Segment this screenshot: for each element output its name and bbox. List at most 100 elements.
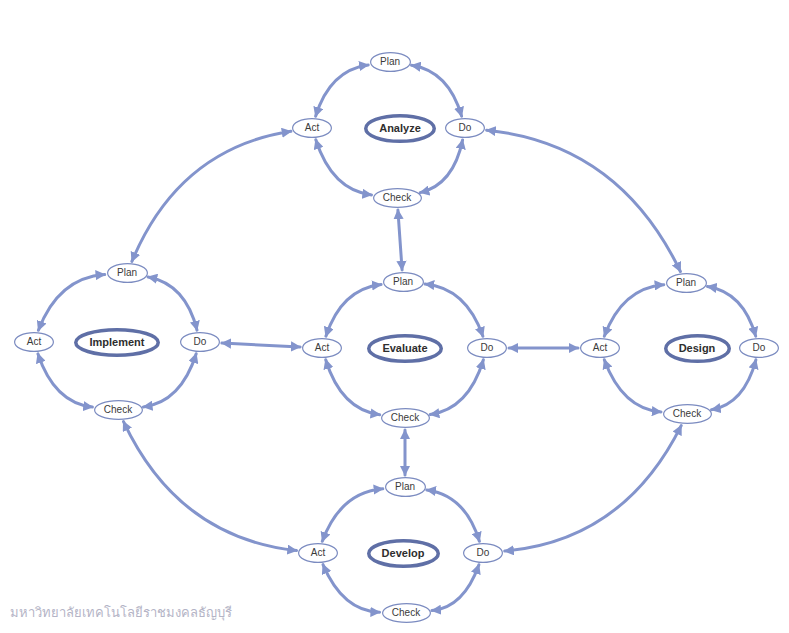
step-label: Plan <box>117 267 137 279</box>
ellipse-shape <box>382 604 430 623</box>
step-ellipse: Plan <box>385 477 426 497</box>
step-label: Do <box>459 122 472 134</box>
cycle-arrow <box>505 426 682 551</box>
ellipse-shape <box>468 339 507 358</box>
phase-label: Implement <box>89 336 144 349</box>
cycle-arrow <box>326 360 380 415</box>
ellipse-shape <box>740 339 779 358</box>
step-label: Do <box>194 336 207 348</box>
cycle-arrow <box>425 284 483 336</box>
ellipse-shape <box>293 119 332 138</box>
phase-label: Analyze <box>379 122 421 135</box>
cycle-arrow <box>132 131 291 261</box>
phase-label: Evaluate <box>382 342 427 355</box>
step-label: Check <box>383 192 411 204</box>
ellipse-shape <box>370 53 410 72</box>
ellipse-shape <box>464 544 503 563</box>
step-label: Plan <box>395 481 415 493</box>
phase-ellipse: Evaluate <box>367 334 443 363</box>
ellipse-shape <box>665 335 729 361</box>
cycle-arrow <box>708 286 756 336</box>
step-label: Check <box>392 607 420 619</box>
cycle-arrow <box>148 277 197 330</box>
ellipse-shape <box>383 273 423 292</box>
step-label: Do <box>753 342 766 354</box>
step-ellipse: Act <box>580 338 620 358</box>
cycle-arrow <box>398 210 402 270</box>
ellipse-shape <box>107 264 147 283</box>
phase-ellipse: Implement <box>74 328 160 357</box>
cycle-arrow <box>124 422 297 551</box>
cycle-arrow <box>222 343 300 347</box>
cycle-arrow <box>316 140 372 195</box>
step-label: Check <box>391 412 419 424</box>
step-ellipse: Do <box>467 338 507 358</box>
cycle-arrow <box>487 130 681 271</box>
step-label: Act <box>305 122 319 134</box>
step-ellipse: Check <box>94 400 143 420</box>
phase-ellipse: Design <box>664 334 731 363</box>
step-ellipse: Do <box>445 118 485 138</box>
step-ellipse: Do <box>463 543 503 563</box>
cycle-arrow <box>427 490 480 541</box>
cycle-arrow <box>712 360 756 410</box>
step-ellipse: Act <box>14 332 54 352</box>
step-ellipse: Plan <box>383 272 424 292</box>
ellipse-shape <box>373 189 421 208</box>
step-ellipse: Act <box>292 118 332 138</box>
phase-ellipse: Develop <box>367 539 440 568</box>
ellipse-shape <box>303 339 342 358</box>
cycle-arrow <box>38 275 104 331</box>
cycle-arrow <box>432 565 479 611</box>
ellipse-shape <box>446 119 485 138</box>
phase-label: Design <box>679 342 716 355</box>
step-ellipse: Plan <box>107 263 148 283</box>
watermark-text: มหาวิทยาลัยเทคโนโลยีราชมงคลธัญบุรี <box>10 602 232 623</box>
step-ellipse: Plan <box>370 52 411 72</box>
cycle-arrow <box>143 354 196 407</box>
cycle-arrow <box>316 65 369 116</box>
ellipse-shape <box>368 540 438 566</box>
step-ellipse: Check <box>663 404 712 424</box>
cycle-arrow <box>404 430 407 475</box>
cycle-arrow <box>604 360 661 412</box>
step-label: Do <box>481 342 494 354</box>
ellipse-shape <box>666 274 706 293</box>
phase-label: Develop <box>382 547 425 560</box>
step-ellipse: Act <box>302 338 342 358</box>
phase-ellipse: Analyze <box>364 114 436 143</box>
step-label: Act <box>315 342 329 354</box>
step-label: Act <box>311 547 325 559</box>
ellipse-shape <box>76 329 159 355</box>
step-label: Plan <box>380 56 400 68</box>
ellipse-shape <box>181 333 220 352</box>
ellipse-shape <box>385 478 425 497</box>
ellipse-shape <box>663 405 711 424</box>
step-ellipse: Do <box>180 332 220 352</box>
step-label: Act <box>593 342 607 354</box>
step-label: Do <box>477 547 490 559</box>
step-ellipse: Act <box>298 543 338 563</box>
step-ellipse: Plan <box>666 273 707 293</box>
step-label: Check <box>673 408 701 420</box>
ellipse-shape <box>581 339 620 358</box>
step-label: Plan <box>676 277 696 289</box>
ellipse-shape <box>299 544 338 563</box>
step-label: Act <box>27 336 41 348</box>
step-label: Plan <box>393 276 413 288</box>
ellipse-shape <box>94 401 142 420</box>
step-ellipse: Check <box>381 408 430 428</box>
ellipse-shape <box>15 333 54 352</box>
cycle-arrow <box>323 565 380 613</box>
step-label: Check <box>104 404 132 416</box>
cycle-arrow <box>322 489 383 542</box>
ellipse-shape <box>381 409 429 428</box>
step-ellipse: Check <box>382 603 431 623</box>
ellipse-shape <box>369 335 442 361</box>
cycle-arrow <box>326 285 381 337</box>
cycle-arrow <box>509 347 578 350</box>
cycle-arrow <box>430 360 483 415</box>
cycle-arrow <box>38 354 93 407</box>
